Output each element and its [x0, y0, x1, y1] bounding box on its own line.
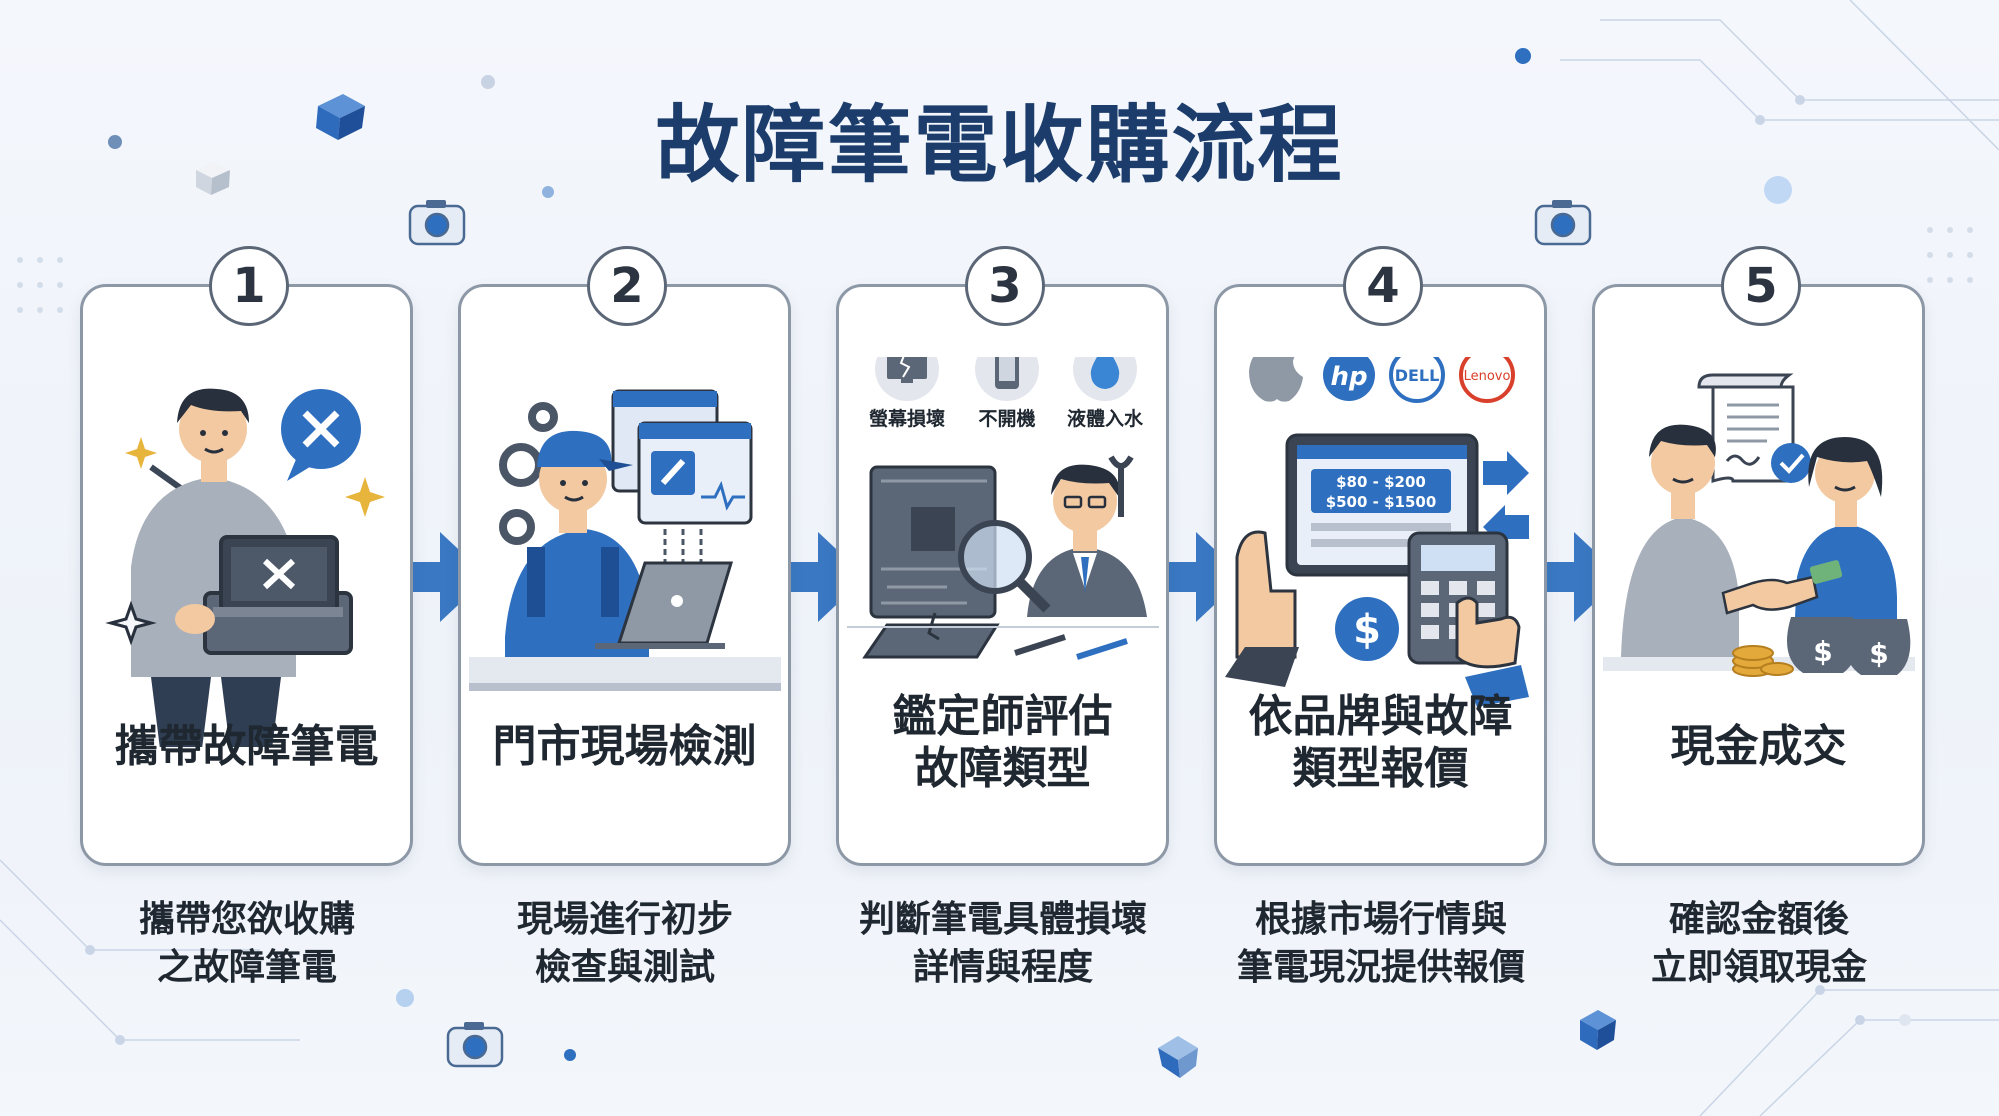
step-card-2: 2 門市現場檢測 [458, 246, 791, 866]
svg-text:hp: hp [1330, 362, 1367, 392]
svg-text:$: $ [1869, 637, 1888, 670]
step-number-badge: 4 [1343, 246, 1423, 326]
brand-quote-illustration: hp DELL Lenovo $80 - $200 $500 - $1500 $ [1225, 357, 1529, 707]
water-drop-icon [1090, 357, 1120, 389]
svg-text:$: $ [1813, 635, 1832, 668]
cash-deal-handshake-illustration: $ $ [1603, 373, 1915, 677]
step-title: 現金成交 [1670, 721, 1847, 772]
step-description-2: 現場進行初步 檢查與測試 [516, 899, 733, 988]
appraiser-evaluation-illustration: 螢幕損壞 不開機 液體入水 [847, 357, 1159, 660]
svg-text:$500 - $1500: $500 - $1500 [1326, 493, 1437, 511]
svg-text:DELL: DELL [1395, 366, 1440, 385]
svg-text:Lenovo: Lenovo [1464, 369, 1511, 384]
step-card-5: 5 $ $ [1592, 246, 1925, 866]
svg-text:液體入水: 液體入水 [1067, 407, 1144, 430]
check-icon [1771, 443, 1811, 483]
svg-text:$: $ [1353, 607, 1381, 653]
money-bag-icon: $ [1845, 619, 1911, 675]
step-title: 門市現場檢測 [492, 721, 757, 772]
technician-inspection-illustration [469, 389, 781, 691]
money-bag-icon: $ [1787, 617, 1858, 673]
svg-text:$80 - $200: $80 - $200 [1336, 473, 1426, 491]
step-number-badge: 5 [1721, 246, 1801, 326]
svg-text:不開機: 不開機 [978, 407, 1035, 430]
cube-icon [316, 94, 365, 140]
coin-stack-icon [1732, 645, 1794, 677]
lenovo-logo-icon [1459, 357, 1515, 403]
step-card-1: 1 攜帶故障筆電 [80, 246, 413, 866]
step-description-3: 判斷筆電具體損壞 詳情與程度 [858, 899, 1147, 988]
magnifier-icon [958, 520, 1032, 594]
step-card-4: 4 hp DELL Lenovo $80 - $200 $500 - $1500 [1214, 246, 1547, 866]
step-description-5: 確認金額後 立即領取現金 [1650, 899, 1867, 988]
camera-icon [446, 1022, 504, 1068]
step-description-1: 攜帶您欲收購 之故障筆電 [138, 899, 355, 988]
step-number-badge: 3 [965, 246, 1045, 326]
broken-screen-icon [887, 357, 927, 379]
step-number-badge: 1 [209, 246, 289, 326]
person-with-broken-laptop-illustration [105, 388, 385, 747]
svg-text:螢幕損壞: 螢幕損壞 [869, 407, 945, 430]
step-title: 依品牌與故障 類型報價 [1248, 691, 1513, 794]
gear-icon [499, 402, 558, 545]
dollar-icon [1335, 597, 1399, 661]
step-description-4: 根據市場行情與 筆電現況提供報價 [1236, 899, 1525, 988]
step-title: 攜帶故障筆電 [114, 721, 379, 772]
camera-icon [1534, 200, 1592, 246]
cube-icon [196, 162, 230, 195]
step-title: 鑑定師評估 故障類型 [892, 691, 1113, 794]
step-number-badge: 2 [587, 246, 667, 326]
cube-icon [1158, 1036, 1198, 1078]
apple-logo-icon [1249, 357, 1303, 402]
dell-logo-icon [1389, 357, 1445, 403]
hp-logo-icon [1323, 357, 1375, 401]
cube-icon [1580, 1010, 1616, 1050]
page-title: 故障筆電收購流程 [655, 96, 1344, 194]
camera-icon [408, 200, 466, 246]
step-card-3: 3 螢幕損壞 不開機 液體入水 鑑定師評估 故障類型 [836, 246, 1169, 866]
